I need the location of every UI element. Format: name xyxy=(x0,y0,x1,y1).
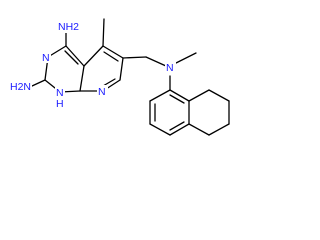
bond-ar6-ar1 xyxy=(169,89,190,102)
bond-c5-methyl xyxy=(102,18,105,47)
bond-ar4-ar5 xyxy=(169,123,190,136)
bond-c4a-c5 xyxy=(83,45,104,67)
bond-c4a-c4 xyxy=(65,45,85,67)
bond-c5-c6 xyxy=(102,45,124,59)
amine-nitrogen: N xyxy=(166,62,174,74)
ring-nitrogen-3: N xyxy=(42,52,50,64)
amino-label-top: NH2 xyxy=(58,21,79,33)
bond-c8a-c4a xyxy=(79,65,85,92)
bond-sat5 xyxy=(188,123,210,136)
bond-c2-h2n xyxy=(31,79,46,87)
bond-c7-n8-inner xyxy=(102,78,116,87)
bond-n-methyl xyxy=(175,52,197,64)
bond-ar1-ar2 xyxy=(149,89,171,102)
bond-c6-c7 xyxy=(119,57,124,81)
bond-ar4-ar5-inner xyxy=(169,121,185,131)
bond-c6-ch2 xyxy=(122,56,147,59)
bond-c5-c6-inner xyxy=(103,51,119,62)
structure-diagram: NH2 N H2N N H N N xyxy=(0,0,247,153)
bond-ar3-ar4 xyxy=(149,123,171,136)
bond-sat1 xyxy=(188,89,210,102)
bond-sat2 xyxy=(208,89,230,102)
ring-nitrogen-1-hydrogen: H xyxy=(56,98,64,110)
pyridine-nitrogen: N xyxy=(98,86,106,98)
bond-c4a-c4-inner xyxy=(64,50,79,65)
bonds xyxy=(31,18,230,136)
molecule-svg: NH2 N H2N N H N N xyxy=(9,18,230,136)
ring-nitrogen-1: N xyxy=(56,87,64,99)
bond-sat4 xyxy=(208,123,230,136)
amino-label-left: H2N xyxy=(10,81,31,93)
bond-ar6-ar1-inner xyxy=(169,94,185,104)
atom-labels: NH2 N H2N N H N N xyxy=(9,19,176,110)
bond-ch2-n xyxy=(145,56,167,67)
